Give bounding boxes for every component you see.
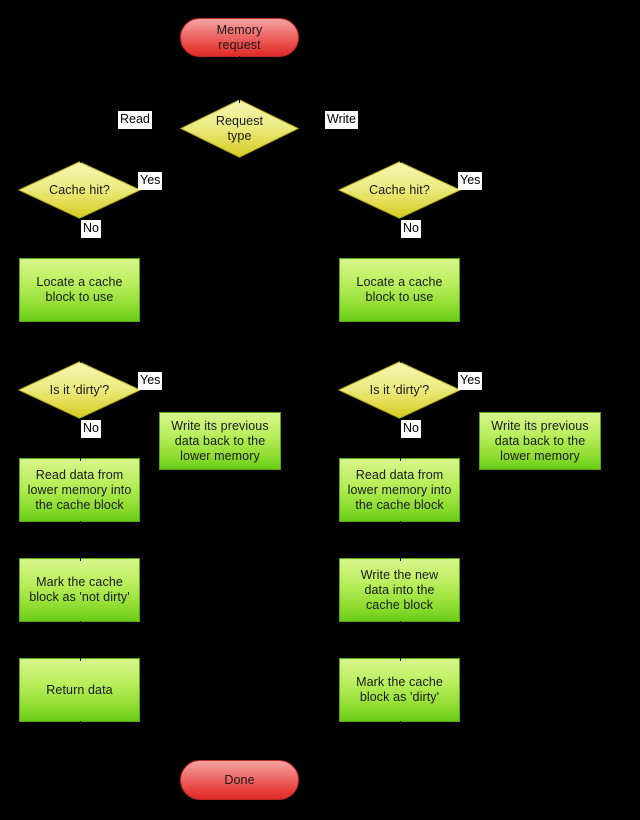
node-read-writeback-label: Write its previous data back to the lowe… [171, 418, 269, 463]
node-write-cache-hit[interactable]: Cache hit? [338, 161, 461, 219]
diamond-shape-icon [338, 161, 461, 219]
node-write-locate-block[interactable]: Locate a cache block to use [339, 258, 460, 322]
node-done[interactable]: Done [180, 760, 299, 800]
node-write-is-dirty-label: Is it 'dirty'? [369, 382, 430, 397]
node-read-cache-hit[interactable]: Cache hit? [18, 161, 141, 219]
edge-label-read-dirty-no: No [81, 420, 101, 438]
node-request-type[interactable]: Request type [180, 99, 299, 158]
edge-label-write-dirty-yes: Yes [458, 372, 483, 390]
node-read-return-data-label: Return data [46, 682, 113, 697]
edge-write-dirty-no [400, 418, 401, 461]
node-write-new-data-label: Write the new data into the cache block [360, 567, 439, 612]
node-read-return-data[interactable]: Return data [19, 658, 140, 722]
node-write-new-data[interactable]: Write the new data into the cache block [339, 558, 460, 622]
node-read-cache-hit-label: Cache hit? [49, 182, 110, 197]
edge-write-down-to-cache-hit [400, 128, 401, 163]
node-read-is-dirty[interactable]: Is it 'dirty'? [18, 361, 141, 419]
node-write-cache-hit-label: Cache hit? [369, 182, 430, 197]
node-read-writeback[interactable]: Write its previous data back to the lowe… [159, 412, 281, 470]
diamond-shape-icon [180, 99, 299, 158]
edge-read-fill-to-mark [80, 521, 81, 561]
node-memory-request[interactable]: Memory request [180, 18, 299, 57]
edge-write-fill-to-new [400, 521, 401, 561]
edge-write-locate-to-dirty [400, 322, 401, 363]
node-memory-request-label: Memory request [216, 22, 263, 52]
node-write-mark-dirty-label: Mark the cache block as 'dirty' [356, 675, 443, 704]
edge-label-read-hit-yes: Yes [138, 172, 163, 190]
edge-read-cachehit-no [80, 218, 81, 258]
edge-read-writeback-down [220, 390, 221, 412]
edge-write-mark-to-done-h [300, 780, 400, 781]
node-write-fill-block[interactable]: Read data from lower memory into the cac… [339, 458, 460, 522]
edge-read-dirty-no [80, 418, 81, 461]
node-write-fill-block-label: Read data from lower memory into the cac… [347, 467, 452, 512]
node-read-is-dirty-label: Is it 'dirty'? [49, 382, 110, 397]
node-read-mark-not-dirty-label: Mark the cache block as 'not dirty' [29, 575, 130, 604]
edge-read-locate-to-dirty [80, 322, 81, 363]
node-read-fill-block[interactable]: Read data from lower memory into the cac… [19, 458, 140, 522]
diamond-shape-icon [338, 361, 461, 419]
node-write-mark-dirty[interactable]: Mark the cache block as 'dirty' [339, 658, 460, 722]
node-write-is-dirty[interactable]: Is it 'dirty'? [338, 361, 461, 419]
edge-write-new-to-mark [400, 621, 401, 661]
node-write-locate-block-label: Locate a cache block to use [356, 275, 443, 304]
edge-write-mark-to-done [400, 721, 401, 780]
edge-read-return-to-done-h [80, 780, 180, 781]
diamond-shape-icon [18, 361, 141, 419]
edge-read-dirty-yes [140, 390, 220, 391]
node-request-type-label: Request type [215, 113, 264, 143]
edge-write-dirty-yes [460, 390, 540, 391]
edge-label-write-hit-yes: Yes [458, 172, 483, 190]
edge-read-mark-to-return [80, 621, 81, 661]
edge-label-read: Read [118, 111, 152, 129]
edge-read-down-to-cache-hit [80, 128, 81, 163]
node-write-writeback-label: Write its previous data back to the lowe… [491, 418, 589, 463]
edge-write-cachehit-no [400, 218, 401, 258]
node-read-locate-block-label: Locate a cache block to use [36, 275, 123, 304]
node-read-fill-block-label: Read data from lower memory into the cac… [27, 467, 132, 512]
edge-start-to-request-type [239, 56, 240, 103]
node-done-label: Done [224, 772, 255, 787]
diamond-shape-icon [18, 161, 141, 219]
edge-label-read-dirty-yes: Yes [138, 372, 163, 390]
node-write-writeback[interactable]: Write its previous data back to the lowe… [479, 412, 601, 470]
edge-label-write-dirty-no: No [401, 420, 421, 438]
edge-label-write-hit-no: No [401, 220, 421, 238]
edge-read-return-to-done [80, 721, 81, 780]
edge-label-read-hit-no: No [81, 220, 101, 238]
edge-label-write: Write [325, 111, 358, 129]
node-read-mark-not-dirty[interactable]: Mark the cache block as 'not dirty' [19, 558, 140, 622]
edge-write-writeback-down [540, 390, 541, 412]
node-read-locate-block[interactable]: Locate a cache block to use [19, 258, 140, 322]
